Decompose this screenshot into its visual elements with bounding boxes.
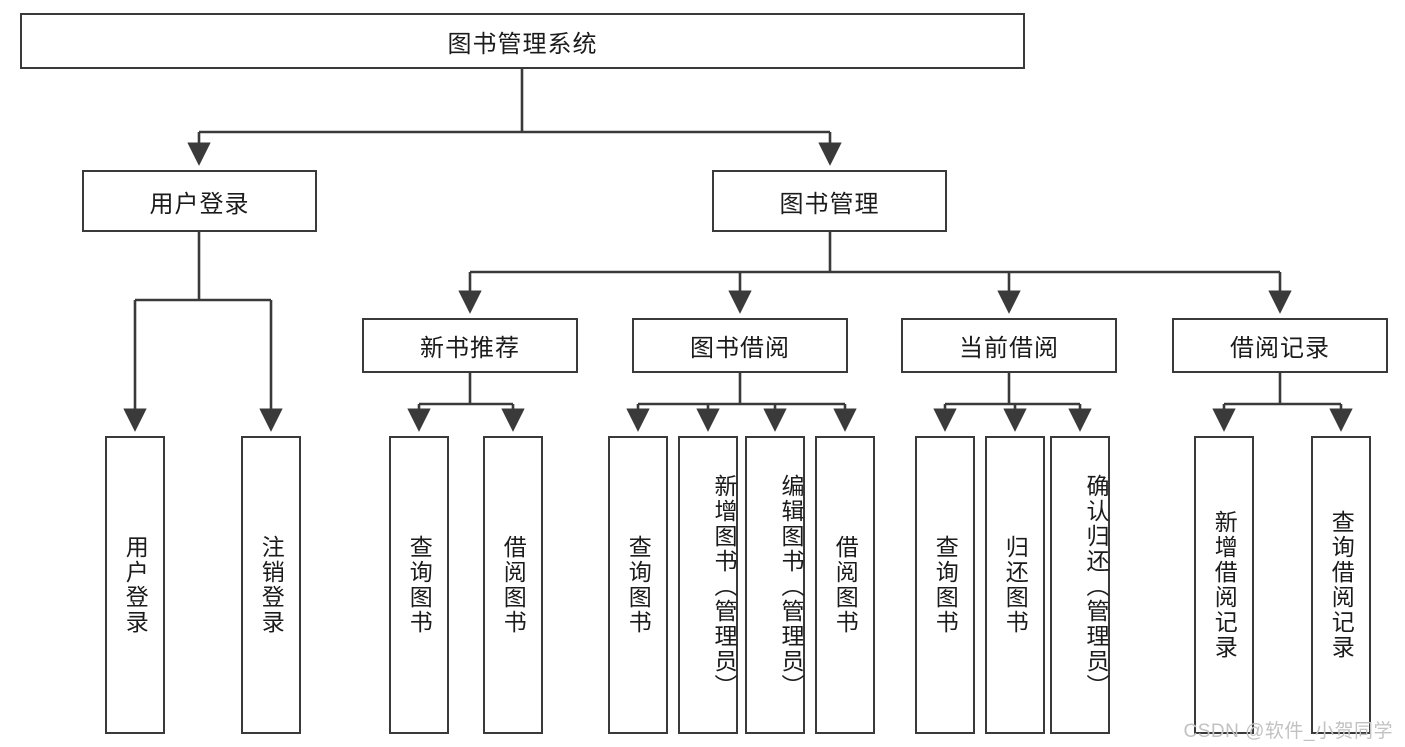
node-label: 用户登录 bbox=[122, 535, 149, 635]
node-label: 编辑图书（管理员） bbox=[778, 473, 804, 699]
node-label: 图书借阅 bbox=[690, 335, 790, 362]
leaf-confirm-return-admin[interactable]: 确认归还（管理员） bbox=[1050, 436, 1110, 734]
node-label: 查询图书 bbox=[406, 535, 433, 635]
node-label: 新增借阅记录 bbox=[1211, 510, 1238, 660]
leaf-query-borrow-record[interactable]: 查询借阅记录 bbox=[1311, 436, 1371, 734]
node-current-borrow[interactable]: 当前借阅 bbox=[901, 318, 1117, 373]
node-label: 新增图书（管理员） bbox=[711, 473, 737, 699]
node-book-borrow[interactable]: 图书借阅 bbox=[632, 318, 848, 373]
node-new-book-recommend[interactable]: 新书推荐 bbox=[362, 318, 578, 373]
leaf-add-borrow-record[interactable]: 新增借阅记录 bbox=[1194, 436, 1254, 734]
node-label: 查询图书 bbox=[625, 535, 652, 635]
node-label: 借阅图书 bbox=[832, 535, 859, 635]
node-label: 归还图书 bbox=[1002, 535, 1029, 635]
node-user-login[interactable]: 用户登录 bbox=[82, 170, 317, 232]
leaf-add-book-admin[interactable]: 新增图书（管理员） bbox=[678, 436, 738, 734]
node-book-management[interactable]: 图书管理 bbox=[712, 170, 947, 232]
leaf-query-book-3[interactable]: 查询图书 bbox=[915, 436, 975, 734]
leaf-borrow-book-1[interactable]: 借阅图书 bbox=[483, 436, 543, 734]
leaf-query-book-2[interactable]: 查询图书 bbox=[608, 436, 668, 734]
node-book-management-system[interactable]: 图书管理系统 bbox=[20, 13, 1025, 69]
node-label: 借阅图书 bbox=[500, 535, 527, 635]
node-label: 查询图书 bbox=[932, 535, 959, 635]
leaf-query-book-1[interactable]: 查询图书 bbox=[389, 436, 449, 734]
node-label: 图书管理系统 bbox=[447, 30, 598, 58]
node-label: 当前借阅 bbox=[959, 335, 1059, 362]
leaf-return-book[interactable]: 归还图书 bbox=[985, 436, 1045, 734]
node-label: 新书推荐 bbox=[420, 335, 520, 362]
node-label: 注销登录 bbox=[258, 535, 285, 635]
node-label: 借阅记录 bbox=[1230, 335, 1330, 362]
leaf-borrow-book-2[interactable]: 借阅图书 bbox=[815, 436, 875, 734]
node-label: 确认归还（管理员） bbox=[1083, 473, 1109, 699]
leaf-user-login[interactable]: 用户登录 bbox=[105, 436, 165, 734]
leaf-edit-book-admin[interactable]: 编辑图书（管理员） bbox=[745, 436, 805, 734]
leaf-logout[interactable]: 注销登录 bbox=[241, 436, 301, 734]
csdn-watermark: CSDN @软件_小贺同学 bbox=[1183, 721, 1393, 742]
node-label: 图书管理 bbox=[779, 190, 880, 218]
node-label: 用户登录 bbox=[149, 190, 250, 218]
node-label: 查询借阅记录 bbox=[1328, 510, 1355, 660]
node-borrow-record[interactable]: 借阅记录 bbox=[1172, 318, 1388, 373]
